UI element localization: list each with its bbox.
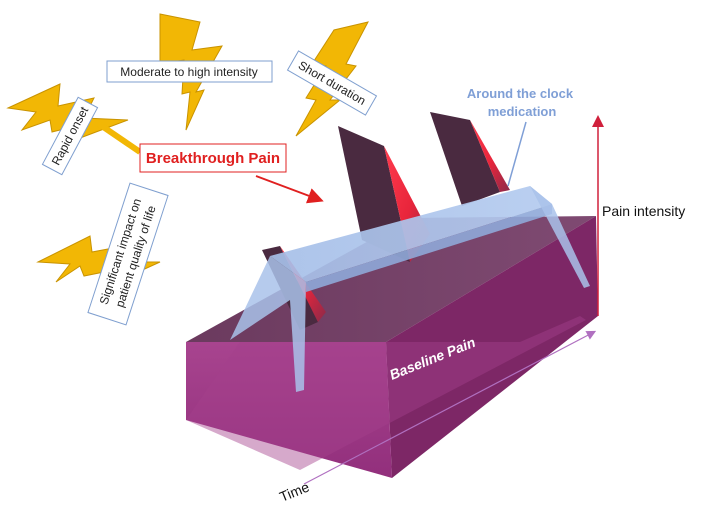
- around-the-clock-band: [230, 186, 590, 392]
- moderate-intensity-callout: Moderate to high intensity: [106, 60, 273, 83]
- pain-intensity-label: Pain intensity: [602, 203, 685, 219]
- bolt-connector: [94, 119, 142, 155]
- around-the-clock-label-line1: Around the clock: [467, 86, 574, 101]
- time-label: Time: [277, 478, 312, 504]
- baseline-box-side: [386, 216, 598, 478]
- pain-peak-large: [430, 112, 510, 206]
- baseline-box-top: [186, 216, 596, 342]
- baseline-box-front: [186, 342, 392, 478]
- around-the-clock-label-line2: medication: [488, 104, 557, 119]
- breakthrough-pain-label: Breakthrough Pain: [146, 150, 280, 167]
- breakthrough-arrow: [255, 175, 324, 204]
- moderate-intensity-label: Moderate to high intensity: [120, 65, 257, 79]
- around-the-clock-pointer: [507, 121, 527, 187]
- baseline-pain-box: [186, 216, 598, 478]
- breakthrough-pain-callout: Breakthrough Pain: [139, 143, 287, 173]
- time-axis: [303, 330, 597, 485]
